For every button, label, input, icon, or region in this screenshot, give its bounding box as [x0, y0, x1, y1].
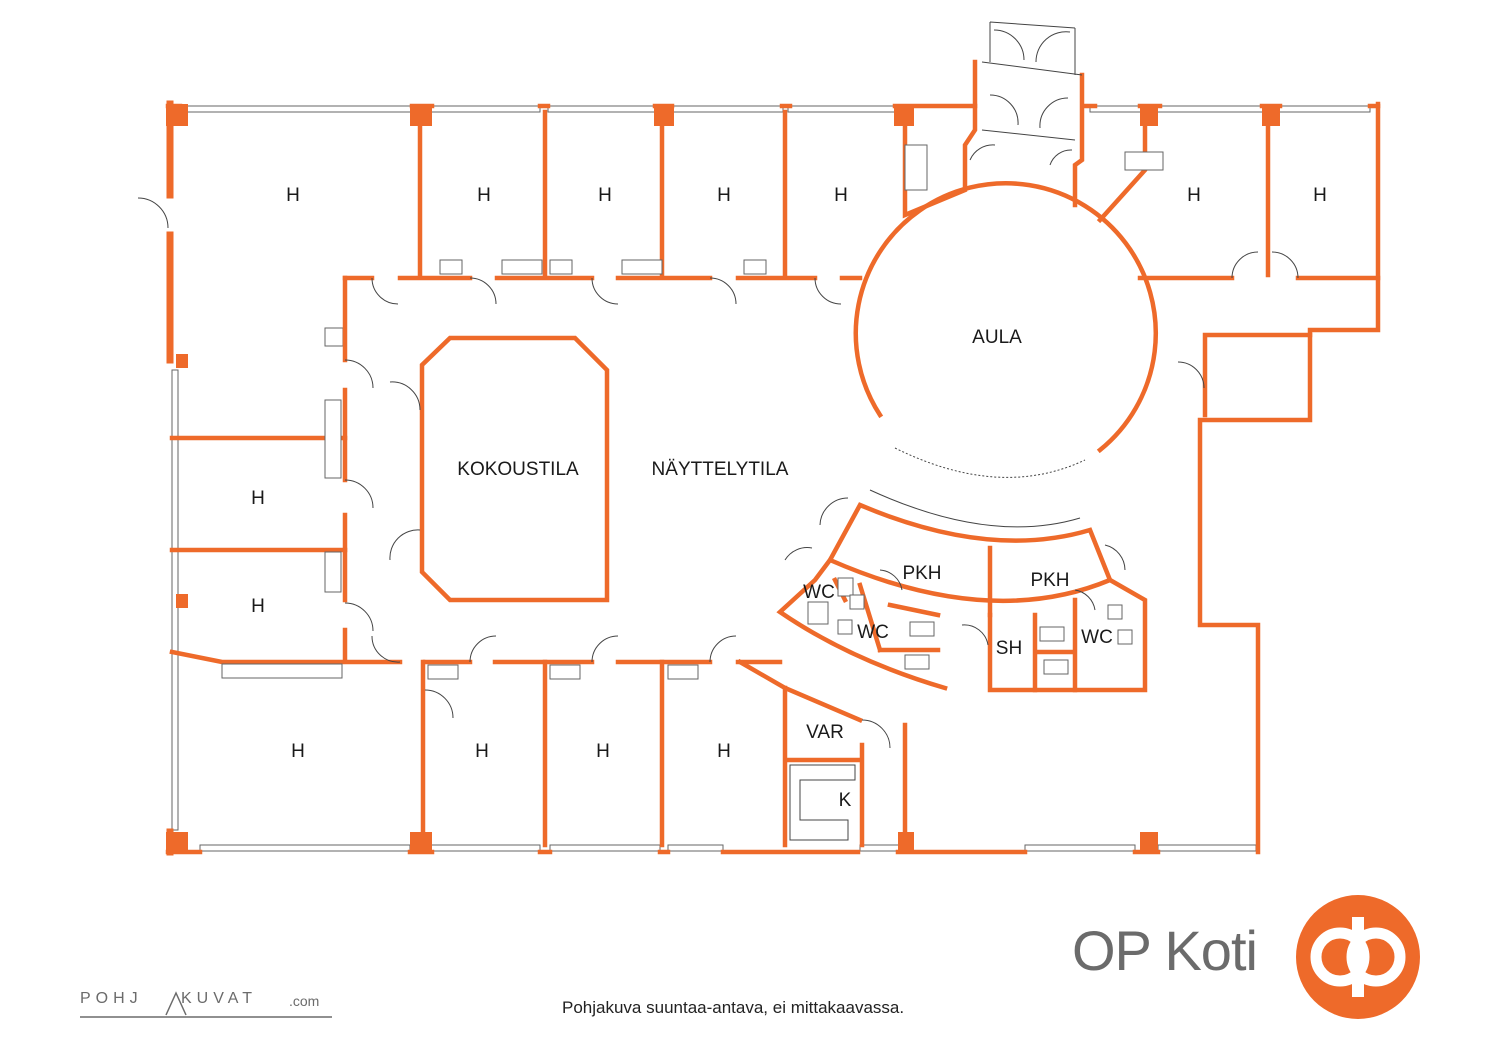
meeting-room	[389, 335, 610, 603]
exterior-walls	[165, 100, 1381, 856]
disclaimer-caption: Pohjakuva suuntaa-antava, ei mittakaavas…	[562, 998, 905, 1017]
room-label-nayttelytila: NÄYTTELYTILA	[652, 459, 789, 480]
credit-part-2: KUVAT	[181, 990, 257, 1007]
aula-rotunda	[853, 181, 1159, 478]
room-label-pkh: PKH	[1030, 570, 1069, 591]
entrance-vestibule	[902, 21, 1085, 219]
top-right-offices	[1096, 109, 1381, 418]
top-offices	[324, 109, 863, 347]
room-label-h: H	[291, 741, 305, 762]
room-label-var: VAR	[806, 722, 844, 743]
storage-kitchen	[736, 658, 908, 848]
room-label-pkh: PKH	[902, 563, 941, 584]
room-label-h: H	[834, 185, 848, 206]
room-label-h: H	[717, 185, 731, 206]
room-label-h: H	[717, 741, 731, 762]
room-label-sh: SH	[996, 638, 1022, 659]
op-logo-icon	[1296, 895, 1420, 1019]
restroom-crescent	[776, 489, 1148, 693]
room-label-h: H	[251, 488, 265, 509]
room-label-wc: WC	[803, 582, 835, 603]
room-label-h: H	[251, 596, 265, 617]
room-label-h: H	[1187, 185, 1201, 206]
credit-part-1: POHJ	[80, 990, 143, 1007]
exterior-windows	[171, 105, 1371, 852]
room-labels: H H H H H H H AULA KOKOUSTILA NÄYTTELYTI…	[251, 185, 1327, 811]
room-label-h: H	[475, 741, 489, 762]
brand-name: OP Koti	[1072, 919, 1258, 982]
room-label-aula: AULA	[972, 327, 1022, 348]
room-label-h: H	[598, 185, 612, 206]
credit-part-3: .com	[289, 993, 320, 1009]
room-label-k: K	[839, 790, 852, 811]
bottom-offices	[371, 635, 737, 848]
room-label-h: H	[286, 185, 300, 206]
pohjakuvat-logo-icon	[80, 991, 332, 1018]
room-label-h: H	[596, 741, 610, 762]
room-label-wc: WC	[857, 622, 889, 643]
room-label-kokoustila: KOKOUSTILA	[457, 459, 579, 480]
room-label-h: H	[477, 185, 491, 206]
room-label-wc: WC	[1081, 627, 1113, 648]
room-label-h: H	[1313, 185, 1327, 206]
